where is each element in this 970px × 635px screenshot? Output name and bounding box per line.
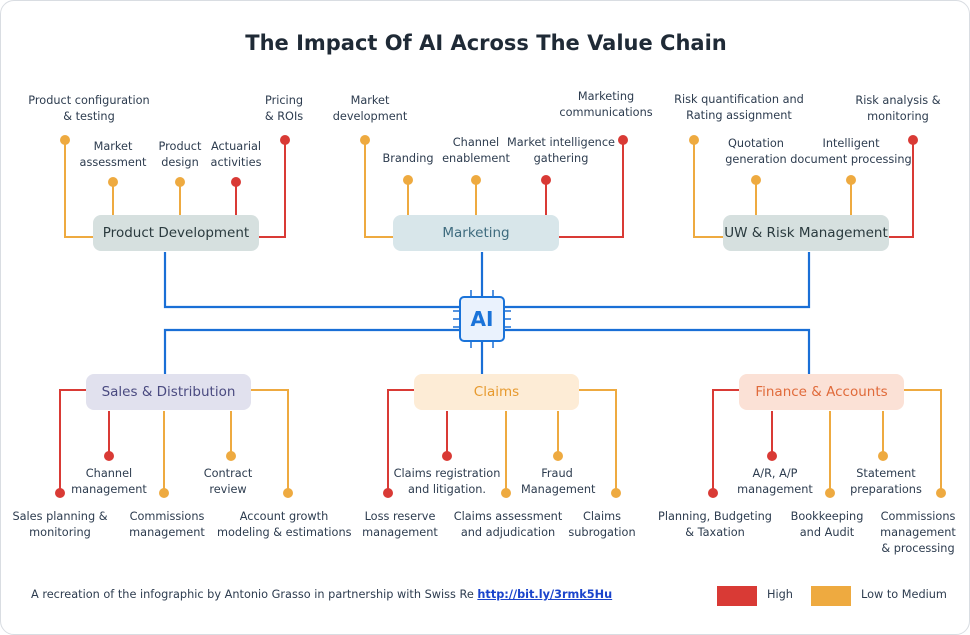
hub-connectors bbox=[163, 252, 811, 374]
credit-text: A recreation of the infographic by Anton… bbox=[31, 588, 474, 601]
fa-bookkeeping-dot bbox=[825, 488, 835, 498]
fa-statement-dot bbox=[878, 451, 888, 461]
sd-commissions-dot bbox=[159, 488, 169, 498]
label-sales-planning: Sales planning &monitoring bbox=[12, 510, 108, 539]
label-product-configuration: Product configuration& testing bbox=[28, 94, 150, 123]
hub-link-finance-accounts bbox=[505, 328, 811, 374]
pd-config-dot bbox=[60, 135, 70, 145]
legend-low-medium-label: Low to Medium bbox=[861, 588, 947, 601]
category-product-development: Product Development bbox=[93, 215, 259, 251]
fa-arap-dot bbox=[767, 451, 777, 461]
mk-branding-dot bbox=[403, 175, 413, 185]
pd-market-dot bbox=[108, 177, 118, 187]
label-risk-analysis-monitoring: Risk analysis &monitoring bbox=[855, 94, 941, 123]
mk-channel-dot bbox=[471, 175, 481, 185]
label-planning-budgeting: Planning, Budgeting& Taxation bbox=[658, 510, 772, 539]
uw-analysis-dot bbox=[908, 135, 918, 145]
mk-comm-dot bbox=[618, 135, 628, 145]
label-branding: Branding bbox=[382, 152, 434, 165]
legend-high-label: High bbox=[767, 588, 793, 601]
hub-link-sales-distribution bbox=[163, 328, 459, 374]
cl-registration-dot bbox=[442, 451, 452, 461]
sd-growth-dot bbox=[283, 488, 293, 498]
fa-commissions-dot bbox=[936, 488, 946, 498]
label-pricing-rois: Pricing& ROIs bbox=[264, 94, 304, 123]
source-link[interactable]: http://bit.ly/3rmk5Hu bbox=[477, 588, 613, 601]
footer-credit: A recreation of the infographic by Anton… bbox=[31, 588, 612, 601]
sd-planning-dot bbox=[55, 488, 65, 498]
category-claims: Claims bbox=[414, 374, 579, 410]
legend-low-medium-swatch bbox=[811, 586, 851, 606]
pd-actuarial-dot bbox=[231, 177, 241, 187]
hub-link-uw-risk bbox=[505, 252, 811, 309]
uw-doc-dot bbox=[846, 175, 856, 185]
pd-design-dot bbox=[175, 177, 185, 187]
page-title: The Impact Of AI Across The Value Chain bbox=[245, 31, 727, 55]
category-sales-distribution: Sales & Distribution bbox=[86, 374, 251, 410]
fa-planning-dot bbox=[708, 488, 718, 498]
uw-quant-dot bbox=[689, 135, 699, 145]
cl-subrogation-dot bbox=[611, 488, 621, 498]
legend-high-swatch bbox=[717, 586, 757, 606]
ai-chip-label: AI bbox=[470, 307, 494, 331]
category-marketing: Marketing bbox=[393, 215, 559, 251]
pd-pricing-dot bbox=[280, 135, 290, 145]
mk-intel-dot bbox=[541, 175, 551, 185]
ai-chip-icon: AI bbox=[459, 296, 505, 342]
sd-channel-dot bbox=[104, 451, 114, 461]
category-uw-risk-management: UW & Risk Management bbox=[723, 215, 889, 251]
cl-fraud-dot bbox=[553, 451, 563, 461]
chip-pins bbox=[453, 290, 511, 348]
sd-contract-dot bbox=[226, 451, 236, 461]
category-finance-accounts: Finance & Accounts bbox=[739, 374, 904, 410]
cl-reserve-dot bbox=[383, 488, 393, 498]
mk-dev-dot bbox=[360, 135, 370, 145]
uw-quote-dot bbox=[751, 175, 761, 185]
cl-assessment-dot bbox=[501, 488, 511, 498]
hub-link-product-development bbox=[163, 252, 459, 309]
